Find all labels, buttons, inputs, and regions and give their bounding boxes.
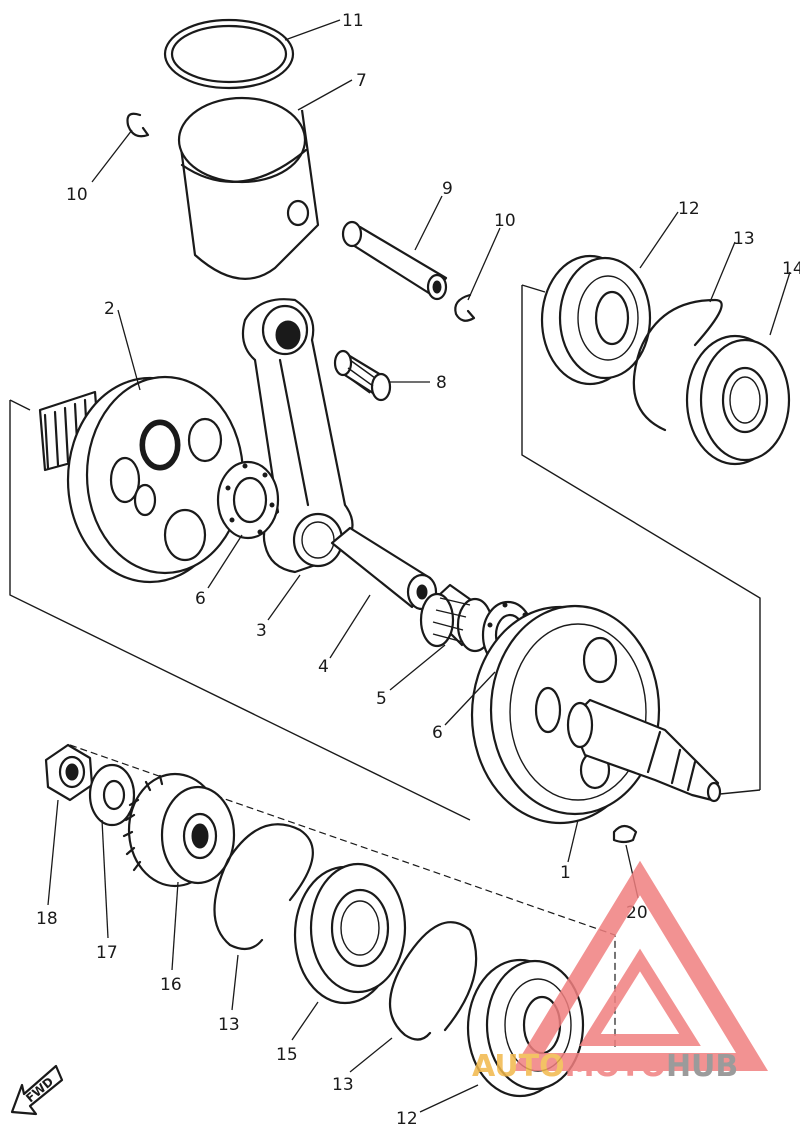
callout-10: 10 [494,211,516,231]
callout-6: 6 [195,589,206,609]
circlip-part [454,293,476,322]
woodruff-key-part [612,824,638,844]
connecting-rod-part [241,298,354,574]
watermark-hub: HUB [666,1049,738,1084]
callout-16: 16 [160,975,182,995]
piston-ring-part [163,18,295,90]
watermark-logo: AUTOMOTOHUB [472,860,769,1084]
leader-lines [47,19,791,1113]
callout-13: 13 [332,1075,354,1095]
callout-12: 12 [678,199,700,219]
piston-part [177,96,320,280]
callout-labels: 11 7 10 9 10 12 13 14 2 8 6 3 4 5 6 1 20… [36,11,800,1128]
callout-10: 10 [66,185,88,205]
callout-18: 18 [36,909,58,929]
callout-14: 14 [782,259,800,279]
washer-left-part [216,460,280,540]
circlip-part [126,112,150,138]
callout-13: 13 [733,229,755,249]
lock-washer-part [88,763,136,827]
watermark-auto: AUTO [472,1049,565,1084]
callout-11: 11 [342,11,364,31]
oil-seal-bottom-part [293,862,407,1005]
callout-12: 12 [396,1109,418,1128]
circlip-top-part [632,298,723,432]
callout-17: 17 [96,943,118,963]
bearing-top-part [540,254,652,386]
callout-9: 9 [442,179,453,199]
circlip-bottom-left-part [213,823,314,951]
callout-8: 8 [436,373,447,393]
svg-text:AUTOMOTOHUB: AUTOMOTOHUB [472,1049,738,1084]
oil-seal-top-part [685,334,791,466]
drive-gear-part [122,772,236,888]
watermark-moto: MOTO [565,1049,666,1084]
crank-right-part [470,604,722,825]
callout-15: 15 [276,1045,298,1065]
callout-4: 4 [318,657,329,677]
circlip-bottom-right-part [388,921,478,1041]
callout-13: 13 [218,1015,240,1035]
piston-pin-part [341,220,448,301]
callout-7: 7 [356,71,367,91]
callout-1: 1 [560,863,571,883]
callout-3: 3 [256,621,267,641]
fwd-arrow: FWD [10,1064,64,1116]
needle-bearing-small-part [333,349,392,402]
nut-part [44,743,94,802]
crank-left-part [38,375,245,584]
callout-5: 5 [376,689,387,709]
crank-pin-part [330,526,438,611]
callout-6: 6 [432,723,443,743]
callout-2: 2 [104,299,115,319]
needle-bearing-big-part [419,583,494,653]
